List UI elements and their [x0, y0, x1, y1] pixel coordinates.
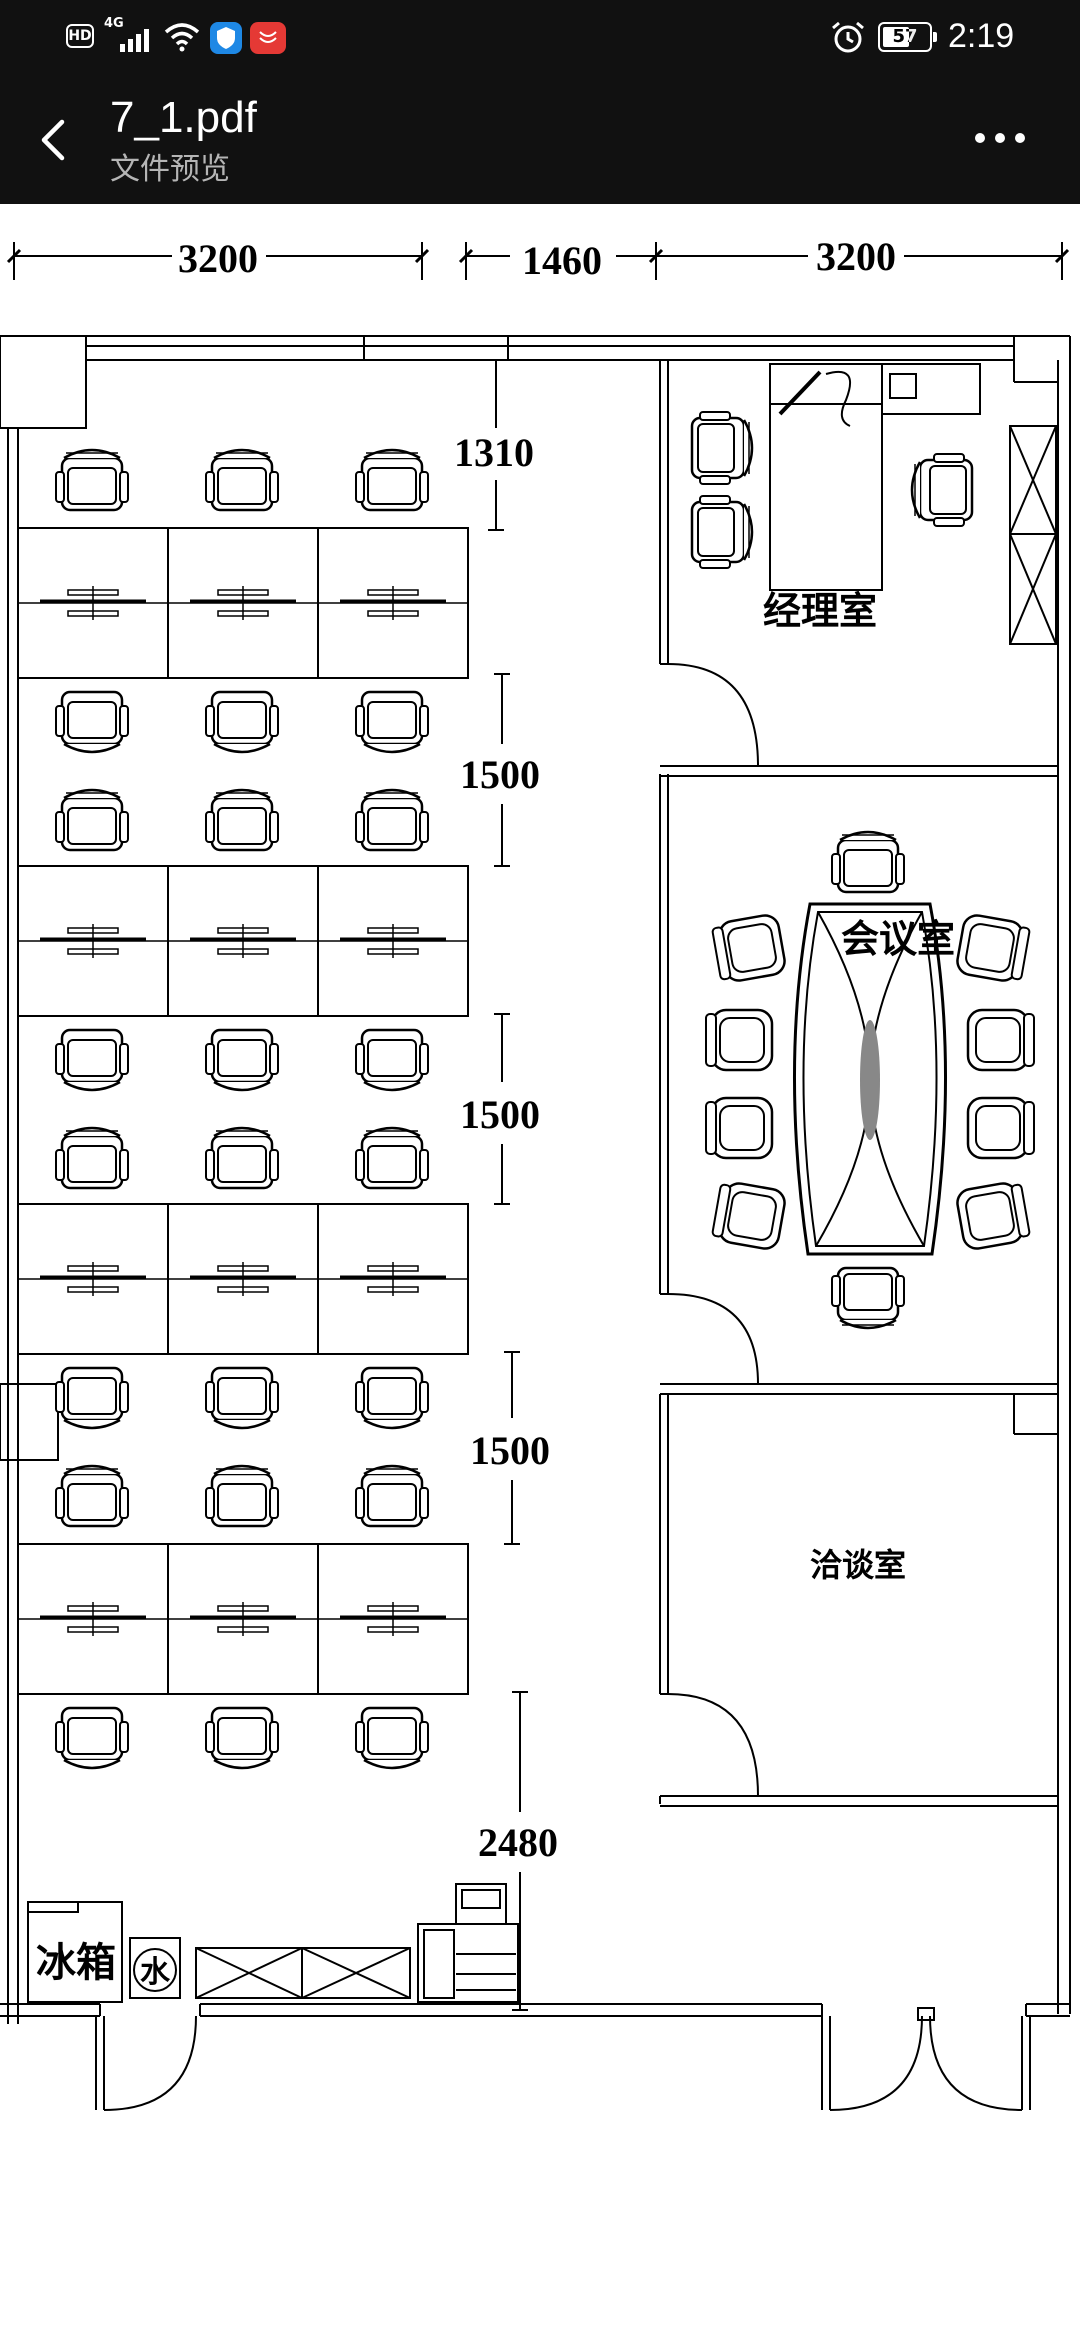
more-button[interactable] — [966, 116, 1046, 160]
document-subtitle: 文件预览 — [110, 152, 230, 187]
room-label-manager-office: 经理室 — [763, 589, 877, 633]
dim-width-left: 3200 — [178, 236, 258, 281]
chevron-left-icon — [41, 119, 65, 161]
appliances — [27, 1883, 519, 2003]
hd-badge: HD — [66, 24, 94, 48]
dim-width-middle: 1460 — [522, 238, 602, 283]
appliance-label-fridge: 冰箱 — [36, 1940, 116, 1986]
vertical-dimension-lines — [488, 359, 528, 2011]
battery-level: 57 — [892, 26, 918, 47]
dim-row-gap-3: 1500 — [470, 1428, 550, 1473]
app-header: 7_1.pdf 文件预览 — [0, 72, 1080, 204]
workstation-block-4 — [16, 1466, 470, 1768]
huawei-app-icon — [250, 22, 286, 54]
workstation-block-2 — [16, 790, 470, 1090]
battery-fill — [883, 27, 909, 47]
battery-icon: 57 — [878, 22, 937, 52]
document-title: 7_1.pdf — [110, 93, 257, 142]
status-bar: HD 4G 57 2:19 — [0, 0, 1080, 72]
clock: 2:19 — [948, 17, 1015, 55]
outer-walls — [0, 335, 1071, 2024]
dim-aisle-1310: 1310 — [454, 430, 534, 475]
floor-plan-drawing: 3200 1460 3200 — [0, 234, 1071, 2111]
room-label-meeting-room: 会议室 — [841, 917, 955, 961]
top-dimension-line — [6, 242, 1070, 280]
room-partitions — [659, 360, 1058, 1807]
wifi-icon — [164, 23, 200, 52]
manager-office-furniture — [692, 363, 1057, 645]
alarm-icon — [832, 21, 864, 53]
signal-icon — [120, 29, 149, 52]
shield-app-icon — [210, 22, 242, 54]
dim-row-gap-1: 1500 — [460, 752, 540, 797]
document-viewer[interactable]: 3200 1460 3200 — [0, 204, 1080, 2340]
workstation-block-1 — [16, 450, 470, 752]
appliance-label-water: 水 — [140, 1955, 171, 1990]
dim-row-gap-2: 1500 — [460, 1092, 540, 1137]
network-type: 4G — [104, 16, 124, 31]
dim-bottom-gap: 2480 — [478, 1820, 558, 1865]
entrance-doors — [95, 2007, 1031, 2111]
back-button[interactable] — [28, 102, 88, 174]
room-label-negotiation-room: 洽谈室 — [810, 1546, 906, 1584]
workstation-block-3 — [16, 1128, 470, 1428]
meeting-room-furniture — [704, 832, 1036, 1328]
more-horizontal-icon — [975, 133, 1025, 143]
dim-width-right: 3200 — [816, 234, 896, 279]
